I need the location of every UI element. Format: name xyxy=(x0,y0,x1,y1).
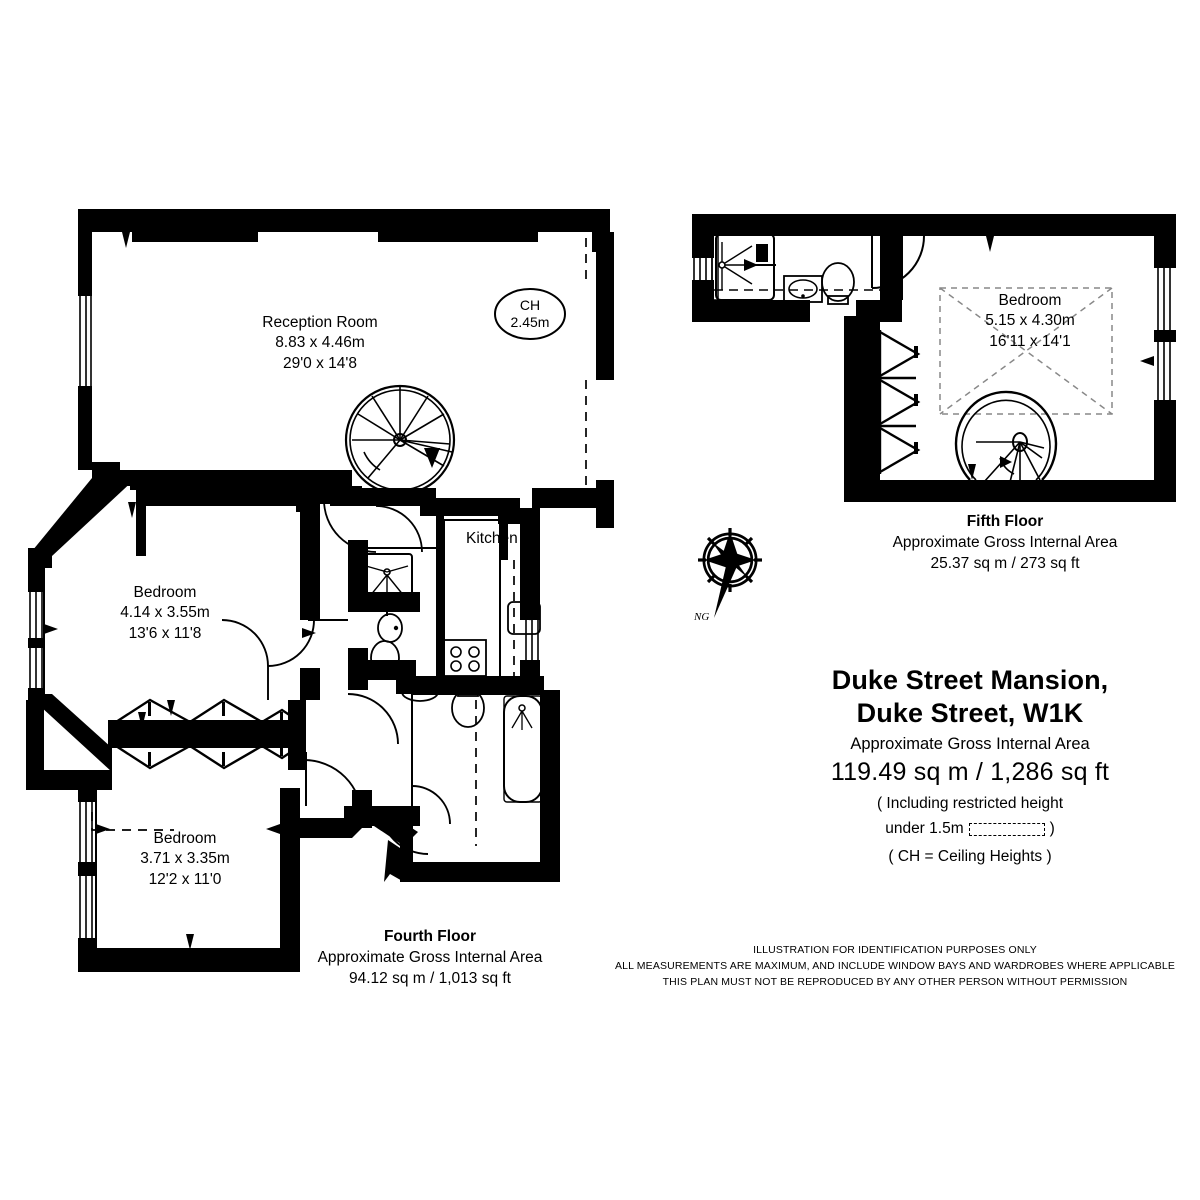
fifth-floor-thin-lines xyxy=(880,236,903,301)
fourth-floor-window-markers xyxy=(44,232,610,950)
floor-label-fourth-floor: Fourth Floor Approximate Gross Internal … xyxy=(280,927,580,990)
restricted-height-note-line2: under 1.5m ) xyxy=(740,820,1200,838)
room-name: Bedroom xyxy=(133,584,197,601)
wardrobe-handles-fifth-floor xyxy=(914,346,918,454)
spiral-staircase-fourth-floor xyxy=(323,384,456,553)
total-area: 119.49 sq m / 1,286 sq ft xyxy=(830,758,1110,787)
fourth-floor-walls xyxy=(26,209,614,972)
compass-signature: NG xyxy=(694,611,710,623)
entrance-arrow-fourth-floor xyxy=(384,840,414,882)
floor-area: 94.12 sq m / 1,013 sq ft xyxy=(349,969,511,987)
fourth-floor-door-swings xyxy=(221,619,451,855)
room-label-bedroom-three: Bedroom 5.15 x 4.30m 16'11 x 14'1 xyxy=(930,291,1130,352)
shower-fourth-floor xyxy=(361,553,413,616)
restricted-height-swatch-icon xyxy=(968,822,1045,836)
wardrobe-fifth-floor xyxy=(878,330,921,474)
disclaimer-line2: ALL MEASUREMENTS ARE MAXIMUM, AND INCLUD… xyxy=(614,959,1176,972)
property-name-line1: Duke Street Mansion, xyxy=(831,665,1109,695)
room-dimensions-metric: 8.83 x 4.46m xyxy=(275,334,365,352)
wc-ensuite-fourth-floor xyxy=(370,640,400,680)
floor-area: 25.37 sq m / 273 sq ft xyxy=(930,554,1080,572)
fifth-floor-door-swing xyxy=(871,235,925,289)
title-block: Duke Street Mansion, Duke Street, W1K Ap… xyxy=(740,664,1200,788)
restricted-height-zone-fifth-floor xyxy=(939,287,1113,415)
ceiling-height-legend: ( CH = Ceiling Heights ) xyxy=(888,848,1052,865)
fourth-floor-plan xyxy=(26,209,614,972)
room-dimensions-metric: 5.15 x 4.30m xyxy=(985,312,1075,330)
disclaimer-block: ILLUSTRATION FOR IDENTIFICATION PURPOSES… xyxy=(600,943,1190,990)
floor-subtitle: Approximate Gross Internal Area xyxy=(317,948,543,966)
floor-subtitle: Approximate Gross Internal Area xyxy=(892,533,1118,551)
wardrobe-bay-fourth-floor xyxy=(115,698,301,770)
room-label-reception-room: Reception Room 8.83 x 4.46m 29'0 x 14'8 xyxy=(210,313,430,374)
room-dimensions-imperial: 16'11 x 14'1 xyxy=(989,332,1071,350)
room-dimensions-imperial: 13'6 x 11'8 xyxy=(128,624,202,642)
property-name-line2: Duke Street, W1K xyxy=(856,697,1084,728)
hob-kitchen xyxy=(443,639,487,677)
spiral-staircase-fifth-floor xyxy=(954,390,1058,483)
title-subtitle: Approximate Gross Internal Area xyxy=(850,734,1090,753)
floor-label-fifth-floor: Fifth Floor Approximate Gross Internal A… xyxy=(855,512,1155,575)
fifth-floor-walls xyxy=(692,214,1176,502)
disclaimer-line3: THIS PLAN MUST NOT BE REPRODUCED BY ANY … xyxy=(662,975,1128,988)
room-label-bedroom-one: Bedroom 4.14 x 3.55m 13'6 x 11'8 xyxy=(65,583,265,644)
floor-name: Fifth Floor xyxy=(966,513,1044,530)
sink-kitchen xyxy=(507,601,541,635)
room-label-kitchen: Kitchen xyxy=(466,530,518,547)
compass-rose xyxy=(698,528,762,618)
floor-name: Fourth Floor xyxy=(383,928,477,945)
fourth-floor-windows xyxy=(29,252,613,940)
restricted-height-note-line1: ( Including restricted height xyxy=(876,795,1064,812)
wardrobe-handles-fourth-floor xyxy=(148,702,283,766)
fifth-floor-window-markers xyxy=(846,236,1154,480)
fifth-floor-wardrobe-dividers xyxy=(880,376,916,428)
basin-ensuite-fourth-floor xyxy=(377,613,403,643)
room-dimensions-metric: 4.14 x 3.55m xyxy=(120,604,210,622)
room-label-bedroom-two: Bedroom 3.71 x 3.35m 12'2 x 11'0 xyxy=(85,829,285,890)
room-dimensions-imperial: 12'2 x 11'0 xyxy=(148,870,222,888)
room-name: Bedroom xyxy=(153,830,217,847)
room-dimensions-imperial: 29'0 x 14'8 xyxy=(282,354,357,372)
ch-value: 2.45m xyxy=(510,313,550,330)
shower-fifth-floor xyxy=(711,233,776,301)
room-name: Reception Room xyxy=(262,314,378,331)
basin-fifth-floor xyxy=(783,275,823,303)
restricted-height-note-prefix: under 1.5m xyxy=(885,820,964,837)
ch-label: CH xyxy=(519,297,541,313)
wc-bathroom-fourth-floor xyxy=(451,687,485,728)
fifth-floor-plan xyxy=(692,214,1176,502)
room-dimensions-metric: 3.71 x 3.35m xyxy=(140,850,230,868)
bath-fourth-floor xyxy=(503,695,543,803)
basin-bathroom-fourth-floor xyxy=(401,682,439,702)
room-name: Bedroom xyxy=(998,292,1062,309)
ch-ellipse-icon xyxy=(494,288,566,340)
wc-fifth-floor xyxy=(821,262,855,305)
ch-text-wrap: CH 2.45m xyxy=(493,297,567,330)
disclaimer-line1: ILLUSTRATION FOR IDENTIFICATION PURPOSES… xyxy=(753,944,1037,956)
restricted-height-note-suffix: ) xyxy=(1049,820,1055,837)
ceiling-height-badge: CH 2.45m xyxy=(493,285,567,343)
